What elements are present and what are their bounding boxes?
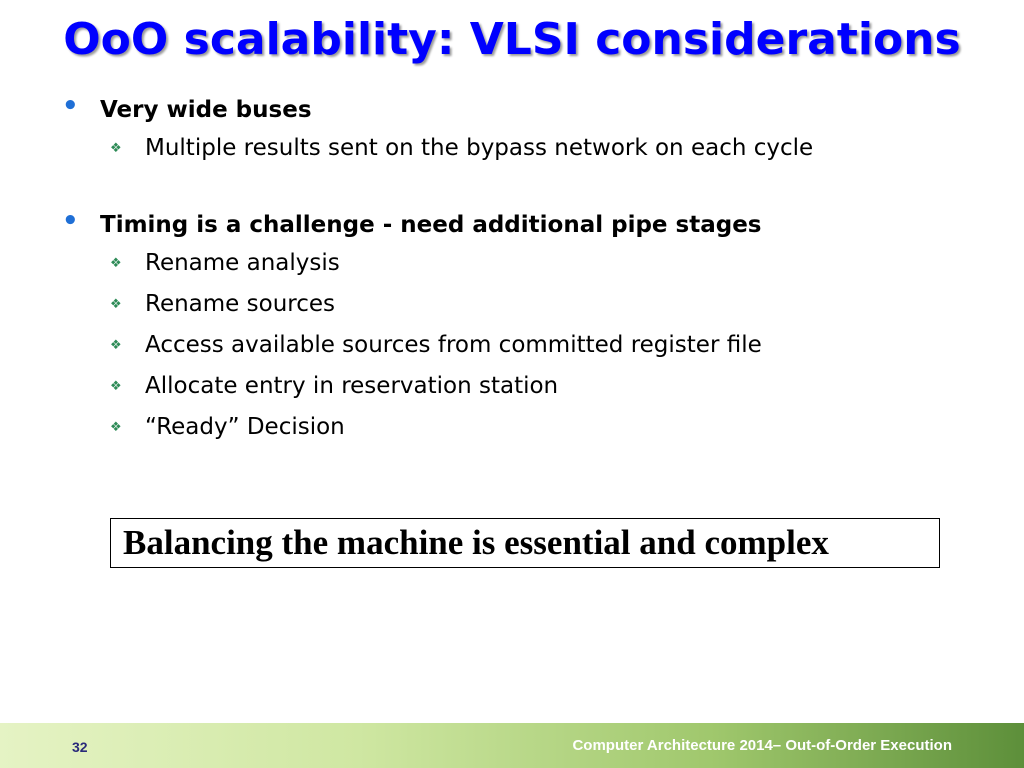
sub-bullet-text: Allocate entry in reservation station: [145, 373, 559, 399]
page-number: 32: [72, 739, 88, 755]
footer-bar: 32 Computer Architecture 2014– Out-of-Or…: [0, 723, 1024, 768]
slide-title: OoO scalability: VLSI considerations: [63, 14, 961, 65]
sub-bullet-text: “Ready” Decision: [145, 414, 345, 440]
round-bullet-icon: •: [62, 91, 79, 121]
sub-bullet-text: Rename sources: [145, 291, 335, 317]
sub-bullet-item: ❖ Allocate entry in reservation station: [60, 366, 980, 407]
diamond-bullet-icon: ❖: [110, 141, 122, 156]
sub-bullet-item: ❖ Rename sources: [60, 284, 980, 325]
sub-bullet-text: Access available sources from committed …: [145, 332, 762, 358]
diamond-bullet-icon: ❖: [110, 338, 122, 353]
spacer: [60, 169, 980, 207]
bullet-item: • Very wide buses: [60, 91, 980, 128]
bullet-text: Very wide buses: [100, 97, 312, 123]
diamond-bullet-icon: ❖: [110, 379, 122, 394]
round-bullet-icon: •: [62, 206, 79, 236]
diamond-bullet-icon: ❖: [110, 256, 122, 271]
sub-bullet-text: Rename analysis: [145, 250, 340, 276]
footer-text: Computer Architecture 2014– Out-of-Order…: [572, 737, 952, 754]
sub-bullet-item: ❖ Access available sources from committe…: [60, 325, 980, 366]
bullet-text: Timing is a challenge - need additional …: [100, 212, 762, 238]
slide-content: • Very wide buses ❖ Multiple results sen…: [60, 91, 980, 448]
bullet-item: • Timing is a challenge - need additiona…: [60, 206, 980, 243]
sub-bullet-text: Multiple results sent on the bypass netw…: [145, 135, 814, 161]
sub-bullet-item: ❖ Multiple results sent on the bypass ne…: [60, 128, 980, 169]
conclusion-box: Balancing the machine is essential and c…: [110, 518, 940, 568]
sub-bullet-item: ❖ “Ready” Decision: [60, 407, 980, 448]
sub-bullet-item: ❖ Rename analysis: [60, 243, 980, 284]
diamond-bullet-icon: ❖: [110, 420, 122, 435]
diamond-bullet-icon: ❖: [110, 297, 122, 312]
